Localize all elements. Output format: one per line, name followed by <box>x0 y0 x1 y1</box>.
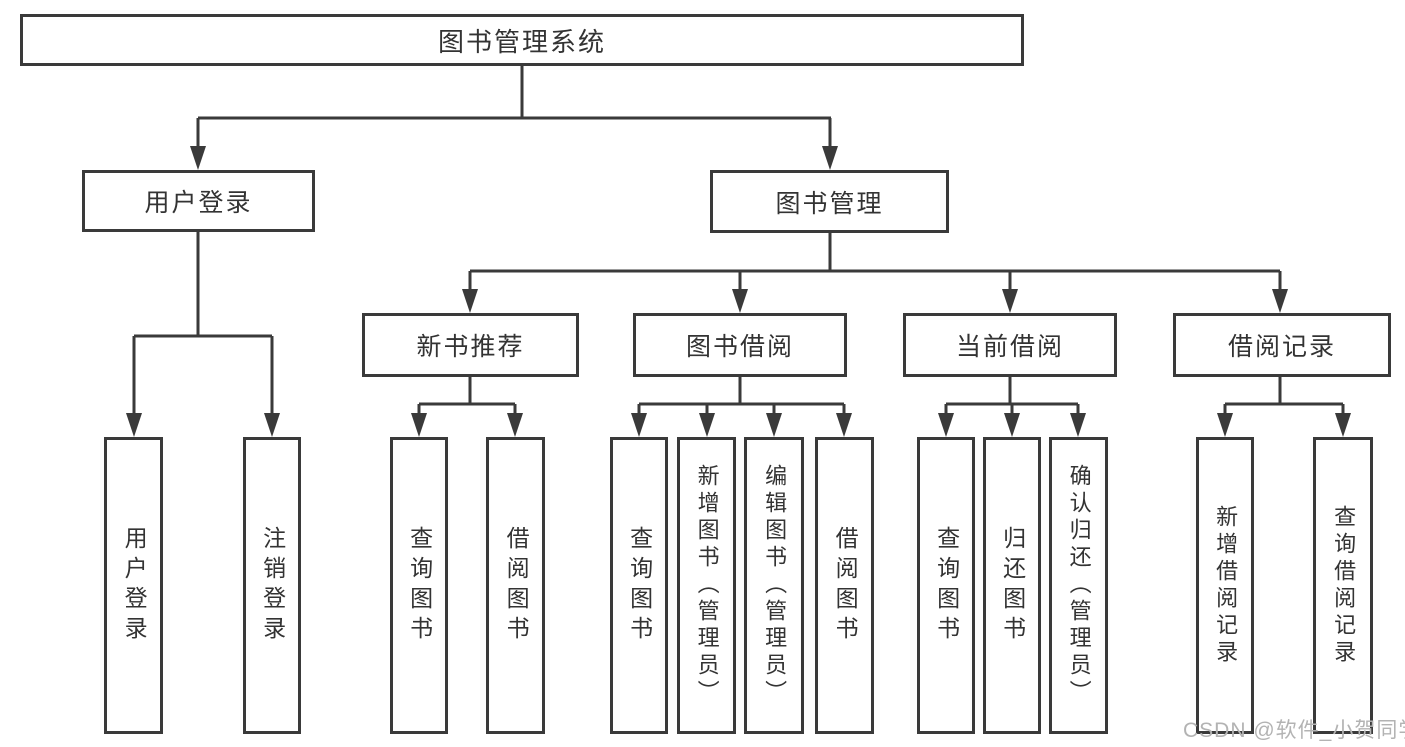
csdn-watermark: CSDN @软件_小贺同学 <box>1183 719 1405 742</box>
node-label: 确认归还（管理员） <box>1066 464 1092 707</box>
node-label: 图书管理系统 <box>437 26 606 57</box>
node-leaf-query-books-current: 查询图书 <box>917 437 975 734</box>
node-label: 当前借阅 <box>955 333 1064 361</box>
node-label: 图书借阅 <box>685 333 794 361</box>
node-book-management: 图书管理 <box>710 170 949 233</box>
node-leaf-borrow-books: 借阅图书 <box>815 437 874 734</box>
node-label: 用户登录 <box>144 189 253 217</box>
connector-book-borrow-split <box>637 377 846 415</box>
node-label: 查询图书 <box>933 525 960 646</box>
node-label: 新增借阅记录 <box>1213 504 1239 667</box>
node-leaf-user-login: 用户登录 <box>104 437 163 734</box>
connector-current-borrow-split <box>944 377 1080 415</box>
connector-book-mgmt-split <box>468 233 1282 291</box>
node-leaf-query-borrow-record: 查询借阅记录 <box>1313 437 1373 734</box>
node-label: 新增图书（管理员） <box>694 464 720 707</box>
node-leaf-query-books-borrow: 查询图书 <box>610 437 668 734</box>
node-leaf-confirm-return-admin: 确认归还（管理员） <box>1049 437 1108 734</box>
connector-borrow-records-split <box>1223 377 1345 415</box>
node-label: 借阅记录 <box>1227 333 1336 361</box>
node-leaf-return-book: 归还图书 <box>983 437 1041 734</box>
node-leaf-borrow-books-recommend: 借阅图书 <box>486 437 545 734</box>
node-book-borrow: 图书借阅 <box>633 313 847 377</box>
node-label: 用户登录 <box>121 525 148 646</box>
node-library-management-system: 图书管理系统 <box>20 14 1024 66</box>
node-label: 借阅图书 <box>503 525 530 646</box>
node-new-book-recommend: 新书推荐 <box>362 313 579 377</box>
node-user-login: 用户登录 <box>82 170 315 232</box>
connector-new-book-split <box>417 377 517 415</box>
node-label: 注销登录 <box>259 525 286 646</box>
node-label: 编辑图书（管理员） <box>762 464 788 707</box>
node-leaf-query-books-recommend: 查询图书 <box>390 437 448 734</box>
node-leaf-add-borrow-record: 新增借阅记录 <box>1196 437 1254 734</box>
node-leaf-add-book-admin: 新增图书（管理员） <box>677 437 736 734</box>
node-leaf-logout: 注销登录 <box>243 437 301 734</box>
node-label: 查询图书 <box>406 525 433 646</box>
node-label: 图书管理 <box>775 189 884 218</box>
node-borrow-records: 借阅记录 <box>1173 313 1391 377</box>
node-current-borrow: 当前借阅 <box>903 313 1117 377</box>
node-label: 归还图书 <box>999 525 1026 646</box>
node-leaf-edit-book-admin: 编辑图书（管理员） <box>744 437 804 734</box>
node-label: 借阅图书 <box>832 525 859 646</box>
connector-user-login-split <box>132 232 274 415</box>
node-label: 查询借阅记录 <box>1331 504 1357 667</box>
node-label: 新书推荐 <box>416 333 525 361</box>
connector-root-split <box>196 66 832 148</box>
node-label: 查询图书 <box>626 525 653 646</box>
